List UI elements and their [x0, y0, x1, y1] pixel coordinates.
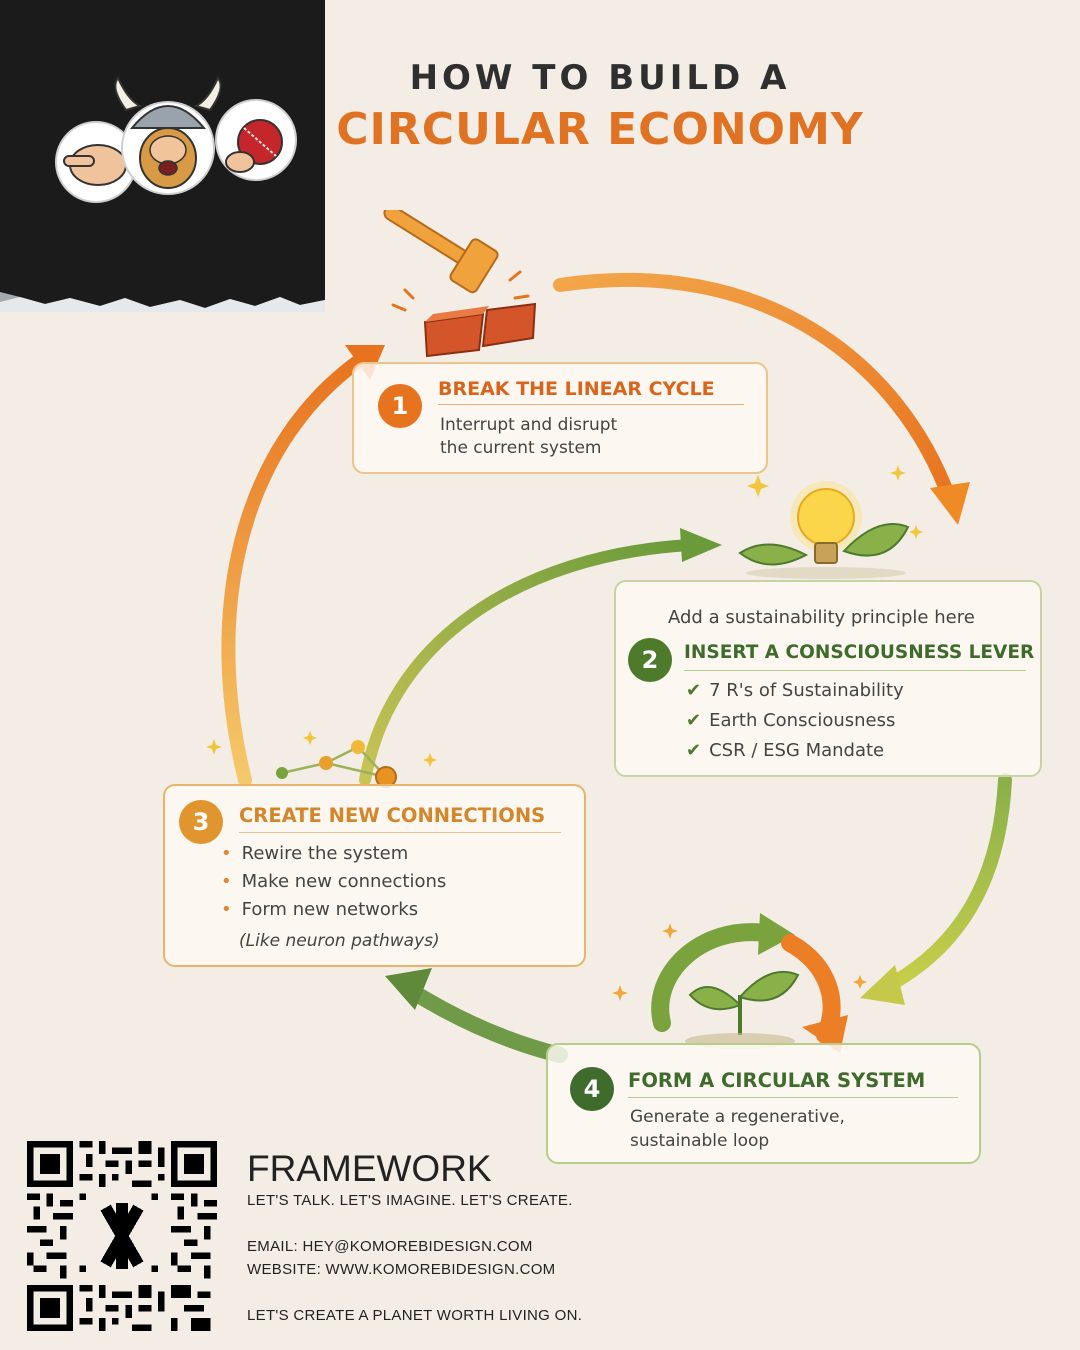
arrow-4-to-3 [402, 982, 568, 1063]
step-1-badge: 1 [378, 384, 422, 428]
hammer-breaking-brick-icon [383, 210, 537, 358]
footer-tagline: LET'S TALK. LET'S IMAGINE. LET'S CREATE. [247, 1192, 573, 1209]
step-2-item-2: ✔ Earth Consciousness [686, 710, 895, 731]
title-line1: HOW TO BUILD A [409, 58, 791, 98]
step-4-rule [628, 1097, 958, 1098]
title-line2: CIRCULAR ECONOMY [336, 104, 864, 155]
footer-website-row: WEBSITE: WWW.KOMOREBIDESIGN.COM [247, 1261, 555, 1278]
arrow-1-to-2 [553, 272, 957, 507]
network-nodes-icon [206, 731, 437, 788]
step-3-item-1-label: Rewire the system [241, 843, 409, 864]
footer-email-link[interactable]: HEY@KOMOREBIDESIGN.COM [302, 1238, 533, 1255]
step-3-item-3: • Form new networks [221, 899, 418, 920]
step-4-badge: 4 [570, 1067, 614, 1111]
step-3-badge: 3 [179, 800, 223, 844]
footer-title: FRAMEWORK [247, 1148, 492, 1189]
step-3-note: (Like neuron pathways) [239, 931, 440, 951]
step-4-heading: FORM A CIRCULAR SYSTEM [628, 1069, 926, 1092]
step-3-card: 3 CREATE NEW CONNECTIONS • Rewire the sys… [163, 784, 586, 967]
step-3-item-2: • Make new connections [221, 871, 446, 892]
step-2-item-2-label: Earth Consciousness [709, 710, 896, 731]
qr-code-icon[interactable] [27, 1141, 217, 1331]
arrowhead-1-to-2 [930, 482, 970, 525]
step-2-item-1-label: 7 R's of Sustainability [709, 680, 904, 701]
arrow-2-to-4 [873, 773, 1012, 997]
footer-website-label: WEBSITE: [247, 1261, 322, 1278]
arrowhead-2-to-4 [860, 965, 905, 1005]
step-2-heading: INSERT A CONSCIOUSNESS LEVER [684, 642, 1035, 663]
step-3-item-2-label: Make new connections [241, 871, 447, 892]
recycle-sprout-icon [612, 913, 867, 1053]
step-1-rule [438, 404, 744, 405]
arrowhead-3-to-2 [680, 528, 722, 562]
step-2-item-3: ✔ CSR / ESG Mandate [686, 740, 884, 761]
footer-closing: LET'S CREATE A PLANET WORTH LIVING ON. [247, 1307, 583, 1324]
footer-website-link[interactable]: WWW.KOMOREBIDESIGN.COM [325, 1261, 556, 1278]
step-3-heading: CREATE NEW CONNECTIONS [239, 804, 546, 827]
step-4-line-1: Generate a regenerative, [630, 1107, 845, 1127]
check-icon: ✔ [686, 740, 702, 761]
bullet-icon: • [221, 871, 232, 892]
step-4-card: 4 FORM A CIRCULAR SYSTEM Generate a rege… [546, 1043, 981, 1164]
bullet-icon: • [221, 899, 232, 920]
step-2-intro: Add a sustainability principle here [668, 607, 975, 628]
footer-email-row: EMAIL: HEY@KOMOREBIDESIGN.COM [247, 1238, 533, 1255]
step-1-line-2: the current system [440, 438, 602, 458]
step-1-line-1: Interrupt and disrupt [440, 415, 618, 435]
pointing-hand-icon [55, 121, 137, 203]
step-1-heading: BREAK THE LINEAR CYCLE [438, 378, 715, 400]
lightbulb-leaves-icon [738, 465, 923, 579]
step-4-line-2: sustainable loop [630, 1131, 770, 1151]
bullet-icon: • [221, 843, 232, 864]
arrowhead-4-to-3 [385, 968, 432, 1010]
arrow-3-to-2 [359, 539, 696, 786]
check-icon: ✔ [686, 710, 702, 731]
step-2-badge: 2 [628, 638, 672, 682]
arrow-3-to-1 [221, 353, 367, 787]
step-2-rule [684, 670, 1026, 671]
footer-email-label: EMAIL: [247, 1238, 298, 1255]
step-3-item-3-label: Form new networks [241, 899, 419, 920]
step-3-item-1: • Rewire the system [221, 843, 408, 864]
viking-head-icon [114, 76, 222, 195]
step-2-item-1: ✔ 7 R's of Sustainability [686, 680, 904, 701]
viking-mascot-icon [55, 76, 297, 203]
check-icon: ✔ [686, 680, 702, 701]
step-2-item-3-label: CSR / ESG Mandate [709, 740, 885, 761]
step-1-card: 1 BREAK THE LINEAR CYCLE Interrupt and d… [352, 362, 768, 474]
cricket-ball-icon [215, 99, 297, 181]
step-2-card: Add a sustainability principle here 2 IN… [614, 580, 1042, 777]
step-3-rule [239, 832, 561, 833]
